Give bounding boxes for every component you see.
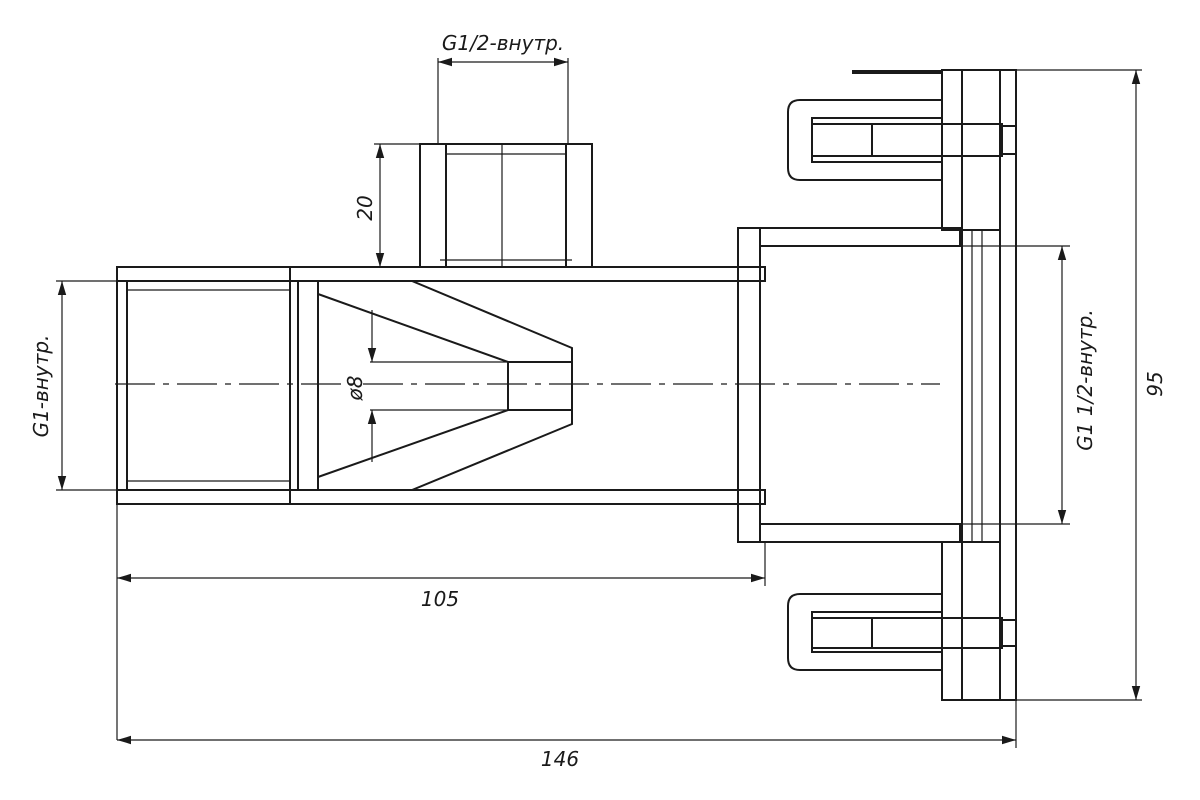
label-height-95: 95 [1143,371,1167,396]
dim-height-95: 95 [1016,69,1167,701]
label-thread-top: G1/2-внутр. [442,31,564,55]
dim-height-20: 20 [353,143,420,268]
label-length-105: 105 [421,587,459,611]
dim-thread-left: G1-внутр. [29,280,117,491]
main-body [115,266,940,505]
top-branch-fitting [419,143,593,268]
label-height-20: 20 [353,195,377,220]
dim-nozzle-diameter: ø8 [343,310,508,462]
dim-thread-right: G1 1/2-внутр. [962,245,1097,525]
clamp-bolt-top [787,99,1016,181]
dim-length-146: 146 [117,700,1017,771]
right-sleeve [737,227,961,543]
dim-thread-top: G1/2-внутр. [437,31,569,144]
label-nozzle-diameter: ø8 [343,376,367,402]
nozzle-cone [317,280,573,491]
label-thread-left: G1-внутр. [29,335,53,438]
dim-length-105: 105 [116,504,766,740]
label-thread-right: G1 1/2-внутр. [1073,309,1097,450]
clamp-bolt-bottom [787,593,1016,671]
flange [852,69,1017,701]
label-length-146: 146 [541,747,579,771]
